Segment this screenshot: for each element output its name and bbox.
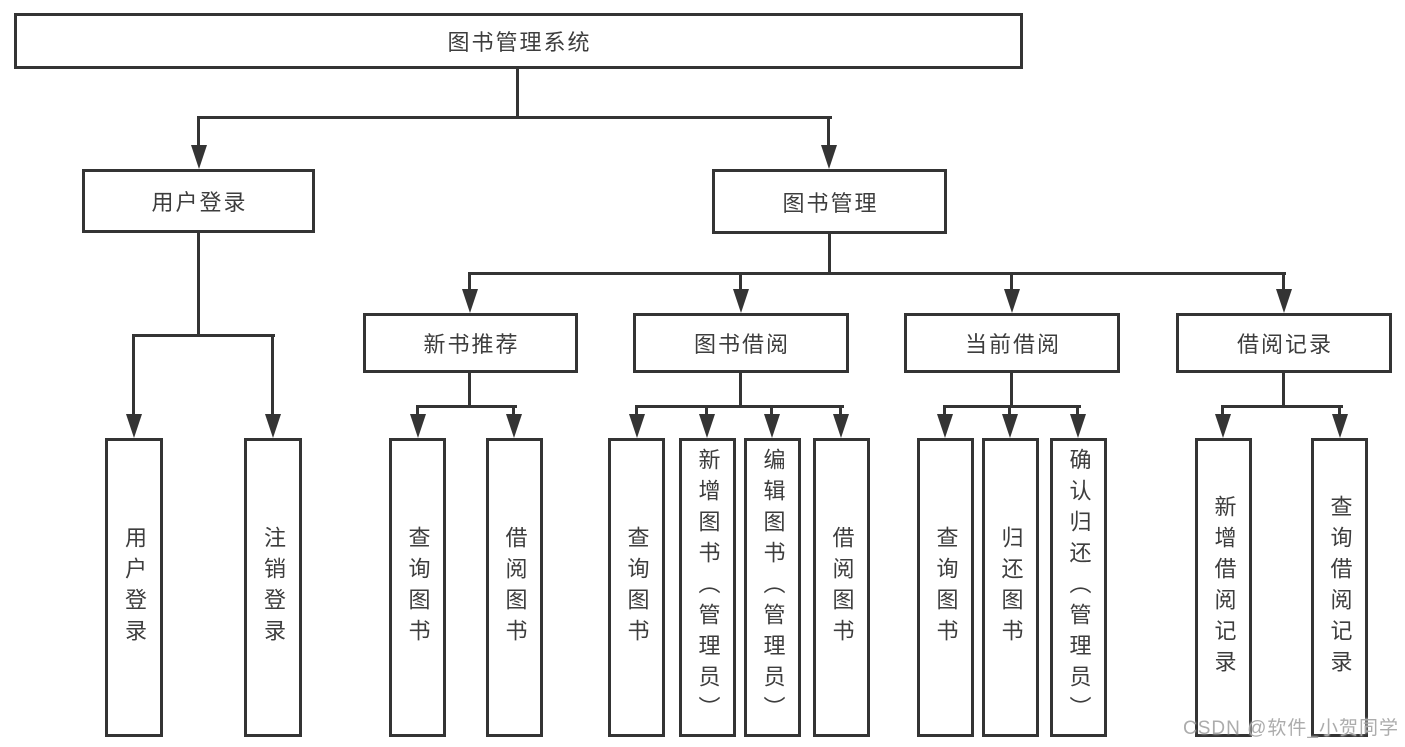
arrow-down-icon: [1215, 414, 1231, 438]
edge-drop-leaf-logout: [271, 334, 274, 416]
node-label: 图书借阅: [693, 332, 790, 357]
edge-root-stub: [516, 69, 519, 117]
leaf-query-borrow-record: 查询借阅记录: [1311, 438, 1368, 737]
edge-records-rail: [1221, 405, 1343, 408]
node-label: 图书管理: [782, 190, 879, 216]
leaf-edit-books-admin: 编辑图书（管理员）: [744, 438, 801, 737]
edge-drop-book-management: [827, 116, 830, 147]
edge-new-book-rail: [416, 405, 517, 408]
node-user-login: 用户登录: [82, 169, 315, 233]
node-borrow-records: 借阅记录: [1176, 313, 1392, 373]
leaf-return-books: 归还图书: [982, 438, 1039, 737]
leaf-borrow-books: 借阅图书: [813, 438, 870, 737]
leaf-label: 借阅图书: [502, 525, 528, 650]
arrow-down-icon: [1332, 414, 1348, 438]
leaf-borrow-books-recommend: 借阅图书: [486, 438, 543, 737]
arrow-down-icon: [833, 414, 849, 438]
arrow-down-icon: [506, 414, 522, 438]
leaf-label: 查询图书: [933, 525, 959, 650]
edge-borrow-stub: [739, 372, 742, 408]
arrow-down-icon: [1002, 414, 1018, 438]
edge-drop-new-book: [468, 272, 471, 291]
edge-drop: [705, 405, 708, 416]
edge-drop: [1076, 405, 1079, 416]
edge-drop: [635, 405, 638, 416]
edge-level2-rail: [197, 116, 832, 119]
edge-drop: [839, 405, 842, 416]
leaf-label: 新增图书（管理员）: [695, 448, 721, 727]
edge-borrow-rail: [635, 405, 844, 408]
leaf-query-books-recommend: 查询图书: [389, 438, 446, 737]
leaf-confirm-return-admin: 确认归还（管理员）: [1050, 438, 1107, 737]
arrow-down-icon: [410, 414, 426, 438]
arrow-down-icon: [764, 414, 780, 438]
edge-drop-user-login: [197, 116, 200, 147]
leaf-label: 注销登录: [261, 525, 286, 650]
edge-drop-records: [1282, 272, 1285, 291]
edge-current-rail: [943, 405, 1081, 408]
leaf-label: 新增借阅记录: [1211, 494, 1237, 681]
edge-user-login-stub: [197, 233, 200, 336]
leaf-label: 确认归还（管理员）: [1066, 448, 1092, 727]
node-label: 当前借阅: [964, 332, 1061, 357]
leaf-label: 归还图书: [998, 525, 1024, 650]
node-label: 用户登录: [151, 190, 248, 215]
edge-current-stub: [1010, 372, 1013, 408]
arrow-down-icon: [699, 414, 715, 438]
node-new-book-recommend: 新书推荐: [363, 313, 578, 373]
node-label: 图书管理系统: [447, 30, 592, 55]
edge-drop: [943, 405, 946, 416]
leaf-label: 编辑图书（管理员）: [760, 448, 786, 727]
arrow-down-icon: [629, 414, 645, 438]
leaf-label: 查询借阅记录: [1327, 494, 1353, 681]
leaf-label: 查询图书: [405, 525, 431, 650]
csdn-watermark: CSDN @软件_小贺同学: [1183, 718, 1399, 739]
leaf-label: 用户登录: [122, 525, 147, 650]
node-current-borrow: 当前借阅: [904, 313, 1120, 373]
leaf-label: 借阅图书: [829, 525, 855, 650]
arrow-down-icon: [1276, 289, 1292, 313]
edge-drop: [1338, 405, 1341, 416]
edge-drop-current: [1010, 272, 1013, 291]
edge-records-stub: [1282, 372, 1285, 408]
edge-drop: [1221, 405, 1224, 416]
node-book-management: 图书管理: [712, 169, 947, 234]
node-library-system: 图书管理系统: [14, 13, 1023, 69]
edge-drop: [512, 405, 515, 416]
leaf-add-borrow-record: 新增借阅记录: [1195, 438, 1252, 737]
edge-drop-borrow: [739, 272, 742, 291]
leaf-logout: 注销登录: [244, 438, 302, 737]
edge-drop: [1008, 405, 1011, 416]
leaf-add-books-admin: 新增图书（管理员）: [679, 438, 736, 737]
arrow-down-icon: [1004, 289, 1020, 313]
arrow-down-icon: [1070, 414, 1086, 438]
leaf-user-login: 用户登录: [105, 438, 163, 737]
edge-new-book-stub: [468, 372, 471, 408]
leaf-label: 查询图书: [624, 525, 650, 650]
edge-book-management-stub: [828, 234, 831, 274]
edge-drop: [416, 405, 419, 416]
node-label: 新书推荐: [423, 332, 520, 357]
edge-login-rail: [132, 334, 275, 337]
arrow-down-icon: [265, 414, 281, 438]
arrow-down-icon: [821, 145, 837, 169]
edge-drop: [770, 405, 773, 416]
arrow-down-icon: [191, 145, 207, 169]
arrow-down-icon: [126, 414, 142, 438]
edge-level3-rail: [468, 272, 1286, 275]
edge-drop-leaf-login: [132, 334, 135, 416]
leaf-query-books-current: 查询图书: [917, 438, 974, 737]
node-book-borrow: 图书借阅: [633, 313, 849, 373]
node-label: 借阅记录: [1236, 332, 1333, 357]
leaf-query-books-borrow: 查询图书: [608, 438, 665, 737]
arrow-down-icon: [733, 289, 749, 313]
arrow-down-icon: [462, 289, 478, 313]
arrow-down-icon: [937, 414, 953, 438]
